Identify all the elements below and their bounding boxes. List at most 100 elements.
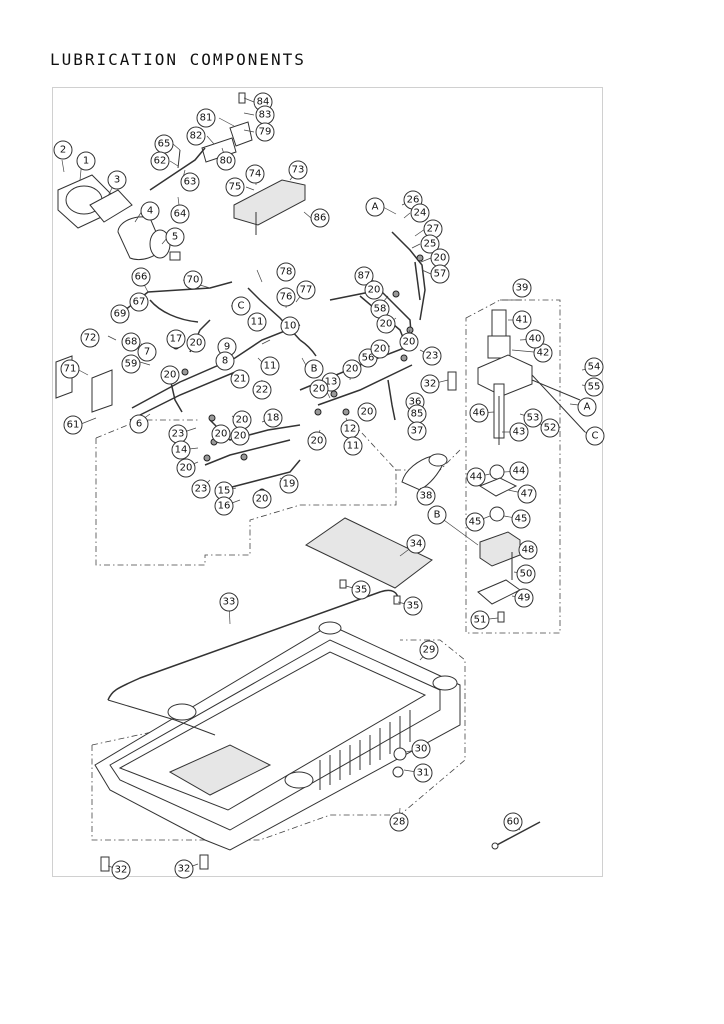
callout-44: 44	[509, 461, 529, 481]
callout-label: 39	[516, 283, 529, 294]
callout-17: 17	[166, 329, 186, 349]
callout-45: 45	[465, 512, 485, 532]
callout-label: 50	[520, 569, 533, 580]
callout-label: 31	[417, 768, 430, 779]
callout-57: 57	[430, 264, 450, 284]
callout-label: 75	[229, 182, 242, 193]
callout-label: 11	[347, 441, 360, 452]
callout-circle	[214, 496, 234, 516]
callout-1: 1	[76, 151, 96, 171]
callout-label: 41	[516, 315, 529, 326]
callout-circle	[252, 380, 272, 400]
callout-label: 23	[426, 351, 439, 362]
callout-label: 32	[115, 865, 128, 876]
callout-circle	[365, 197, 385, 217]
callout-C: C	[231, 296, 251, 316]
cover-plate	[233, 179, 306, 235]
callout-71: 71	[60, 359, 80, 379]
callout-circle	[354, 266, 374, 286]
callout-79: 79	[255, 122, 275, 142]
callout-B: B	[304, 359, 324, 379]
callout-circle	[370, 339, 390, 359]
callout-circle	[288, 160, 308, 180]
callout-label: 78	[280, 267, 293, 278]
callout-circle	[514, 588, 534, 608]
callout-28: 28	[389, 812, 409, 832]
callout-circle	[186, 333, 206, 353]
callout-label: 77	[300, 285, 313, 296]
callout-circle	[252, 489, 272, 509]
callout-label: 20	[311, 436, 324, 447]
callout-circle	[160, 365, 180, 385]
page-title: LUBRICATION COMPONENTS	[50, 50, 306, 69]
callout-A: A	[577, 397, 597, 417]
callout-label: 25	[424, 239, 437, 250]
callout-circle	[342, 359, 362, 379]
callout-label: 66	[135, 272, 148, 283]
callout-circle	[469, 403, 489, 423]
callout-20: 20	[252, 489, 272, 509]
callout-32: 32	[420, 374, 440, 394]
callout-circle	[191, 479, 211, 499]
callout-35: 35	[403, 596, 423, 616]
callout-label: 48	[522, 545, 535, 556]
callout-20: 20	[370, 339, 390, 359]
callout-circle	[376, 314, 396, 334]
callout-label: 20	[256, 494, 269, 505]
callout-circle	[310, 208, 330, 228]
callout-label: 28	[393, 817, 406, 828]
callout-circle	[180, 172, 200, 192]
callout-27: 27	[423, 219, 443, 239]
callout-label: 63	[184, 177, 197, 188]
callout-label: A	[372, 202, 379, 213]
callout-20: 20	[176, 458, 196, 478]
callout-circle	[389, 812, 409, 832]
callout-label: 46	[473, 408, 486, 419]
callout-circle	[416, 486, 436, 506]
callout-circle	[107, 170, 127, 190]
callout-34: 34	[406, 534, 426, 554]
callout-label: 38	[420, 491, 433, 502]
callout-53: 53	[523, 408, 543, 428]
callout-circle	[470, 610, 490, 630]
callout-label: 42	[537, 348, 550, 359]
callout-circle	[186, 126, 206, 146]
callout-label: 29	[423, 645, 436, 656]
callout-circle	[518, 540, 538, 560]
callout-label: 64	[174, 209, 187, 220]
callout-7: 7	[137, 342, 157, 362]
callout-label: 84	[257, 97, 270, 108]
callout-58: 58	[370, 299, 390, 319]
callout-circle	[413, 763, 433, 783]
callout-circle	[80, 328, 100, 348]
callout-label: 20	[346, 364, 359, 375]
callout-circle	[276, 287, 296, 307]
left-bracket	[55, 355, 113, 413]
callout-32: 32	[174, 859, 194, 879]
callout-label: 23	[195, 484, 208, 495]
callout-23: 23	[168, 424, 188, 444]
callout-circle	[260, 356, 280, 376]
callout-label: 6	[136, 419, 142, 430]
callout-30: 30	[411, 739, 431, 759]
callout-circle	[231, 296, 251, 316]
callout-82: 82	[186, 126, 206, 146]
callout-77: 77	[296, 280, 316, 300]
callout-label: 14	[175, 445, 188, 456]
callout-20: 20	[376, 314, 396, 334]
callout-label: 68	[125, 337, 138, 348]
callout-label: 10	[284, 321, 297, 332]
callout-label: 16	[218, 501, 231, 512]
callout-label: 32	[178, 864, 191, 875]
callout-circle	[276, 262, 296, 282]
callout-circle	[584, 377, 604, 397]
callout-20: 20	[307, 431, 327, 451]
callout-62: 62	[150, 151, 170, 171]
callout-70: 70	[183, 270, 203, 290]
callout-circle	[196, 108, 216, 128]
callout-label: 11	[264, 361, 277, 372]
callout-label: 20	[403, 337, 416, 348]
callout-label: 20	[164, 370, 177, 381]
figure-frame	[52, 87, 603, 877]
